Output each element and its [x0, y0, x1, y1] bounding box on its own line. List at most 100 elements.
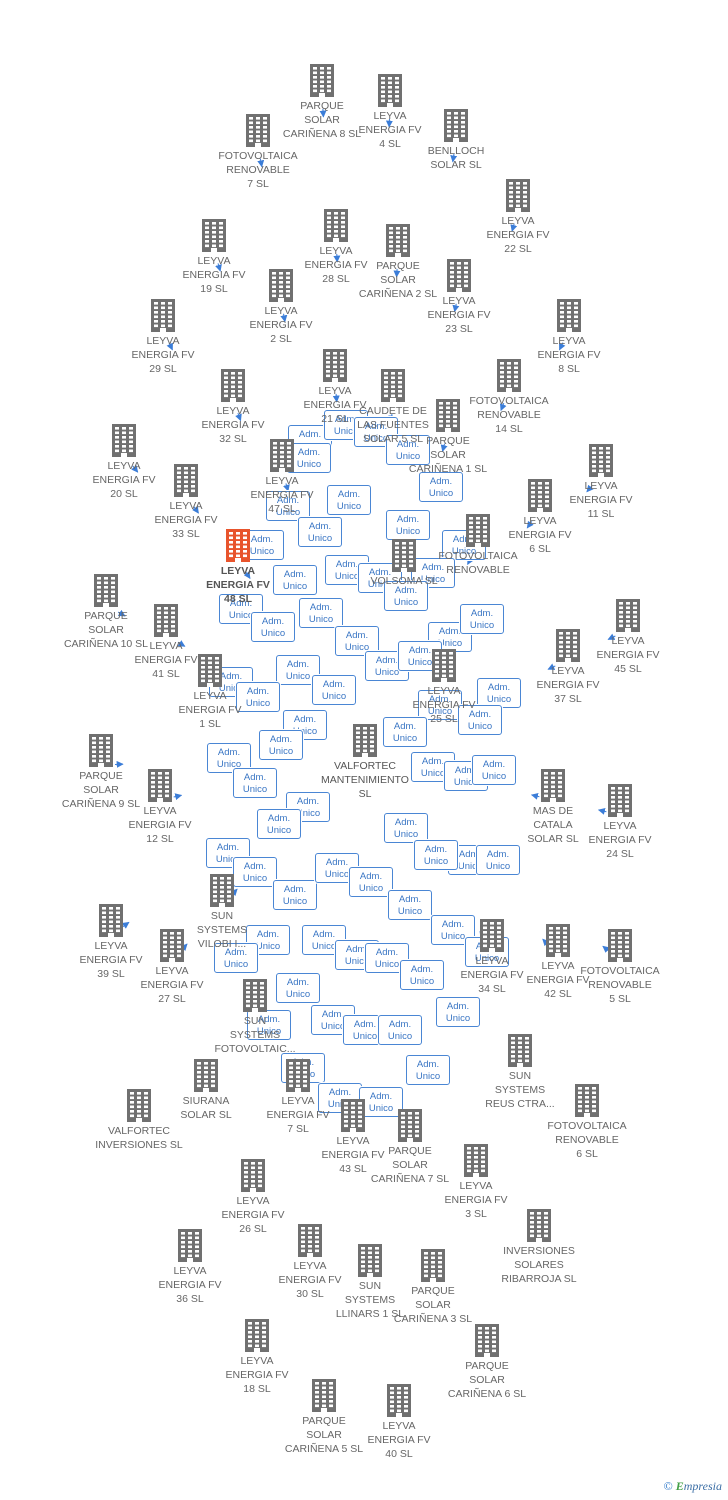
- building-icon: [298, 1224, 322, 1257]
- company-node[interactable]: LEYVA ENERGIA FV 23 SL: [414, 258, 504, 336]
- relation-edge: [215, 263, 222, 272]
- company-node[interactable]: LEYVA ENERGIA FV 29 SL: [118, 298, 208, 376]
- company-node[interactable]: LEYVA ENERGIA FV 7 SL: [253, 1058, 343, 1136]
- company-node[interactable]: PARQUE SOLAR CARIÑENA 10 SL: [61, 573, 151, 651]
- company-node[interactable]: LEYVA ENERGIA FV 3 SL: [431, 1143, 521, 1221]
- company-node[interactable]: CAUDETE DE LAS FUENTES SOLAR 5 SL: [348, 368, 438, 446]
- company-node[interactable]: PARQUE SOLAR CARIÑENA 9 SL: [56, 733, 146, 811]
- company-name: LEYVA ENERGIA FV 25 SL: [412, 685, 476, 725]
- company-node[interactable]: SIURANA SOLAR SL: [161, 1058, 251, 1122]
- role-badge: Adm. Unico: [378, 1015, 422, 1045]
- relation-edge: [332, 393, 340, 403]
- company-name: SUN SYSTEMS FOTOVOLTAIC...: [214, 1015, 296, 1055]
- company-node[interactable]: PARQUE SOLAR CARIÑENA 5 SL: [279, 1378, 369, 1456]
- company-node[interactable]: PARQUE SOLAR CARIÑENA 2 SL: [353, 223, 443, 301]
- company-node[interactable]: MAS DE CATALA SOLAR SL: [508, 768, 598, 846]
- company-node[interactable]: PARQUE SOLAR CARIÑENA 1 SL: [403, 398, 493, 476]
- relation-edge: [393, 268, 401, 278]
- company-node[interactable]: SUN SYSTEMS FOTOVOLTAIC...: [210, 978, 300, 1056]
- role-badge: Adm. Unico: [419, 472, 463, 502]
- company-node[interactable]: PARQUE SOLAR CARIÑENA 7 SL: [365, 1108, 455, 1186]
- company-node[interactable]: LEYVA ENERGIA FV 4 SL: [345, 73, 435, 151]
- role-badge: Adm. Unico: [324, 410, 368, 440]
- building-icon: [269, 269, 293, 302]
- company-node[interactable]: LEYVA ENERGIA FV 12 SL: [115, 768, 205, 846]
- company-node[interactable]: LEYVA ENERGIA FV 18 SL: [212, 1318, 302, 1396]
- company-node[interactable]: LEYVA ENERGIA FV 47 SL: [237, 438, 327, 516]
- company-name: LEYVA ENERGIA FV 26 SL: [221, 1195, 285, 1235]
- company-node[interactable]: VALFORTEC INVERSIONES SL: [94, 1088, 184, 1152]
- company-node[interactable]: LEYVA ENERGIA FV 27 SL: [127, 928, 217, 1006]
- company-node[interactable]: LEYVA ENERGIA FV 36 SL: [145, 1228, 235, 1306]
- relation-edge: [530, 792, 540, 800]
- relation-edge: [319, 108, 327, 118]
- company-name: LEYVA ENERGIA FV 36 SL: [158, 1265, 222, 1305]
- company-node[interactable]: LEYVA ENERGIA FV 22 SL: [473, 178, 563, 256]
- company-name: LEYVA ENERGIA FV 32 SL: [201, 405, 265, 445]
- company-node[interactable]: PARQUE SOLAR CARIÑENA 3 SL: [388, 1248, 478, 1326]
- company-node[interactable]: FOTOVOLTAICA RENOVABLE 7 SL: [213, 113, 303, 191]
- building-icon: [112, 424, 136, 457]
- focus-company-node[interactable]: LEYVA ENERGIA FV 48 SL: [193, 528, 283, 606]
- building-icon: [421, 1249, 445, 1282]
- role-badge: Adm. Unico: [266, 491, 310, 521]
- company-node[interactable]: LEYVA ENERGIA FV 24 SL: [575, 783, 665, 861]
- relation-edge: [526, 520, 534, 529]
- company-name: PARQUE SOLAR CARIÑENA 2 SL: [358, 260, 438, 300]
- company-node[interactable]: PARQUE SOLAR CARIÑENA 8 SL: [277, 63, 367, 141]
- company-node[interactable]: FOTOVOLTAICA RENOVABLE 14 SL: [464, 358, 554, 436]
- role-badge: Adm. Unico: [233, 857, 277, 887]
- company-node[interactable]: LEYVA ENERGIA FV 41 SL: [121, 603, 211, 681]
- relation-edge: [607, 633, 616, 640]
- company-node[interactable]: LEYVA ENERGIA FV 26 SL: [208, 1158, 298, 1236]
- building-icon: [436, 399, 460, 432]
- company-node[interactable]: LEYVA ENERGIA FV 19 SL: [169, 218, 259, 296]
- company-name: INVERSIONES SOLARES RIBARROJA SL: [501, 1245, 577, 1285]
- company-node[interactable]: LEYVA ENERGIA FV 43 SL: [308, 1098, 398, 1176]
- company-node[interactable]: FOTOVOLTAICA RENOVABLE: [433, 513, 523, 577]
- building-icon: [194, 1059, 218, 1092]
- company-name: LEYVA ENERGIA FV 28 SL: [304, 245, 368, 285]
- building-icon: [246, 114, 270, 147]
- center-company-node[interactable]: VALFORTEC MANTENIMIENTO SL: [320, 723, 410, 801]
- building-icon: [556, 629, 580, 662]
- company-node[interactable]: LEYVA ENERGIA FV 2 SL: [236, 268, 326, 346]
- company-node[interactable]: LEYVA ENERGIA FV 37 SL: [523, 628, 613, 706]
- company-node[interactable]: BENLLOCH SOLAR SL: [411, 108, 501, 172]
- relation-edge: [440, 443, 448, 452]
- building-icon: [198, 654, 222, 687]
- company-node[interactable]: LEYVA ENERGIA FV 32 SL: [188, 368, 278, 446]
- company-node[interactable]: SUN SYSTEMS LLINARS 1 SL: [325, 1243, 415, 1321]
- company-node[interactable]: LEYVA ENERGIA FV 30 SL: [265, 1223, 355, 1301]
- company-node[interactable]: VOLSOMA SL: [359, 538, 449, 588]
- company-node[interactable]: LEYVA ENERGIA FV 42 SL: [513, 923, 603, 1001]
- company-node[interactable]: LEYVA ENERGIA FV 28 SL: [291, 208, 381, 286]
- role-badge: Adm. Unico: [349, 867, 393, 897]
- company-node[interactable]: LEYVA ENERGIA FV 33 SL: [141, 463, 231, 541]
- company-node[interactable]: SUN SYSTEMS VILOBI I...: [177, 873, 267, 951]
- company-node[interactable]: PARQUE SOLAR CARIÑENA 6 SL: [442, 1323, 532, 1401]
- company-node[interactable]: LEYVA ENERGIA FV 25 SL: [399, 648, 489, 726]
- company-node[interactable]: LEYVA ENERGIA FV 45 SL: [583, 598, 673, 676]
- company-node[interactable]: LEYVA ENERGIA FV 11 SL: [556, 443, 646, 521]
- company-node[interactable]: LEYVA ENERGIA FV 6 SL: [495, 478, 585, 556]
- building-icon: [392, 539, 416, 572]
- company-node[interactable]: LEYVA ENERGIA FV 39 SL: [66, 903, 156, 981]
- company-node[interactable]: LEYVA ENERGIA FV 8 SL: [524, 298, 614, 376]
- role-badge: Adm. Unico: [236, 682, 280, 712]
- company-node[interactable]: FOTOVOLTAICA RENOVABLE 6 SL: [542, 1083, 632, 1161]
- copyright-symbol: ©: [663, 1479, 673, 1493]
- company-node[interactable]: LEYVA ENERGIA FV 1 SL: [165, 653, 255, 731]
- building-icon: [527, 1209, 551, 1242]
- company-node[interactable]: SUN SYSTEMS REUS CTRA...: [475, 1033, 565, 1111]
- company-node[interactable]: LEYVA ENERGIA FV 21 SL: [290, 348, 380, 426]
- company-name: LEYVA ENERGIA FV 41 SL: [134, 640, 198, 680]
- company-node[interactable]: LEYVA ENERGIA FV 40 SL: [354, 1383, 444, 1461]
- company-node[interactable]: LEYVA ENERGIA FV 34 SL: [447, 918, 537, 996]
- company-node[interactable]: FOTOVOLTAICA RENOVABLE 5 SL: [575, 928, 665, 1006]
- company-node[interactable]: INVERSIONES SOLARES RIBARROJA SL: [494, 1208, 584, 1286]
- company-name: LEYVA ENERGIA FV 27 SL: [140, 965, 204, 1005]
- building-icon: [99, 904, 123, 937]
- company-node[interactable]: LEYVA ENERGIA FV 20 SL: [79, 423, 169, 501]
- role-badge: Adm. Unico: [335, 626, 379, 656]
